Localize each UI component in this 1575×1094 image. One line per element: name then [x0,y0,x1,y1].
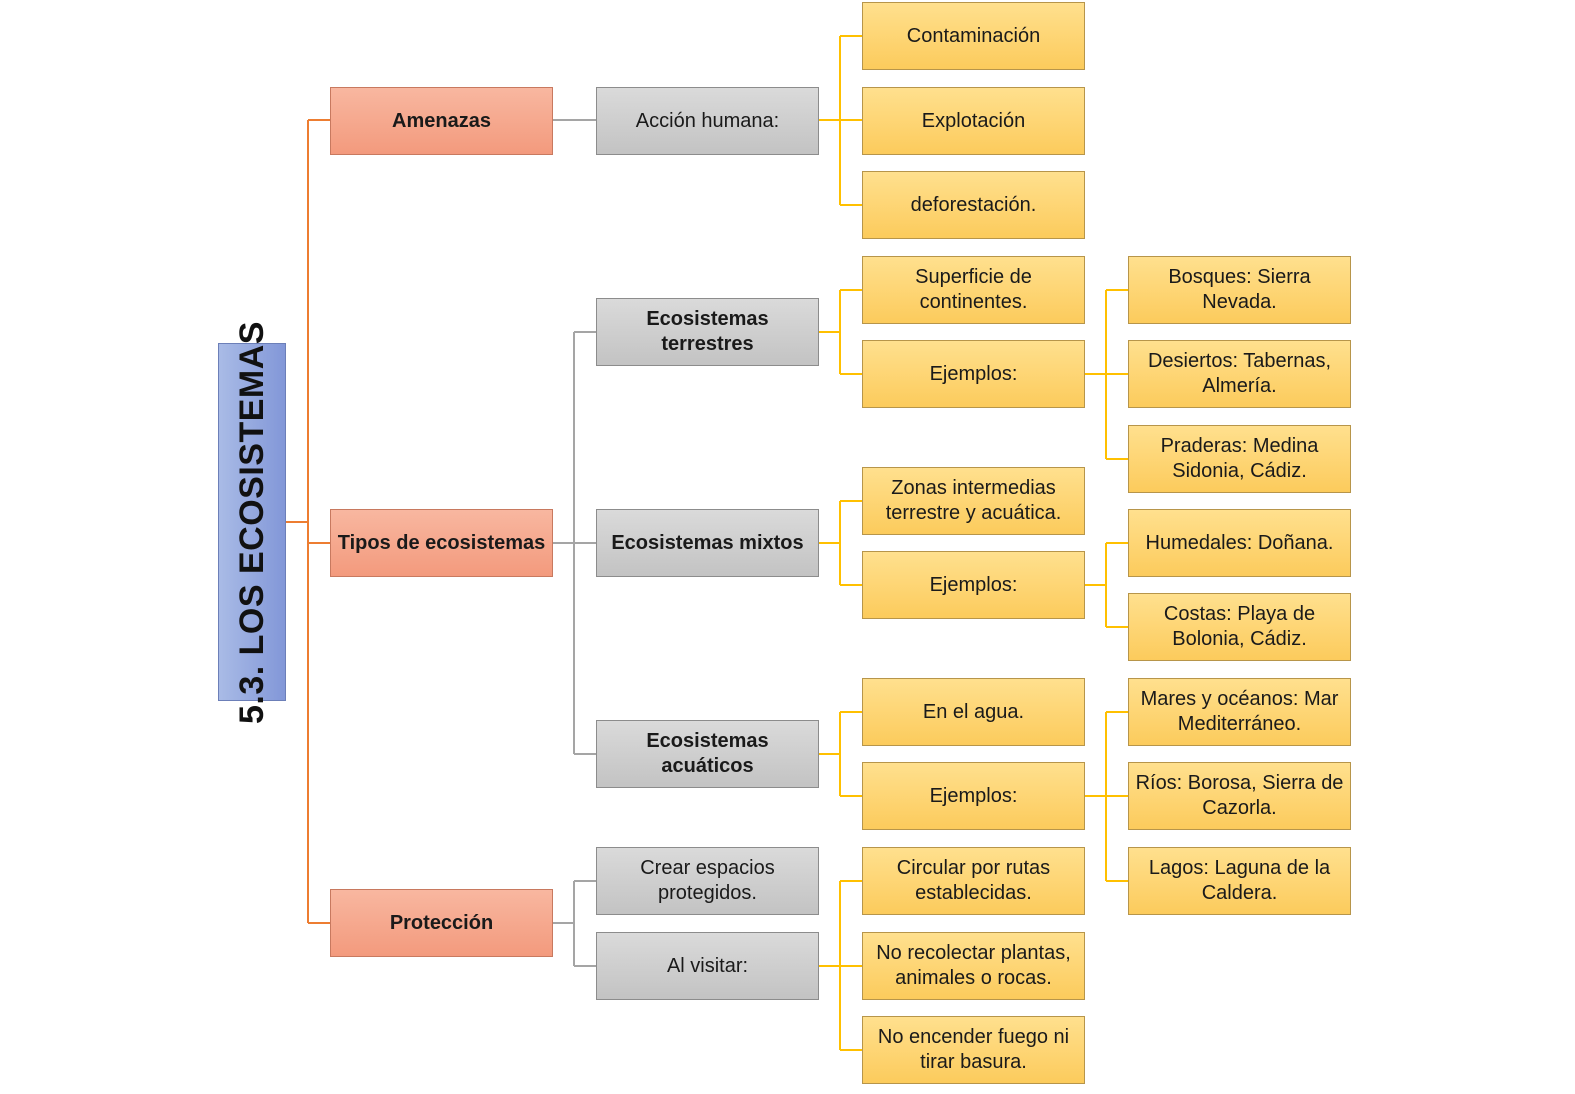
root-title: 5.3. LOS ECOSISTEMAS [232,320,271,724]
node-ecosistemas-mixtos: Ecosistemas mixtos [596,509,819,577]
level1-connectors [552,119,596,967]
node-rios: Ríos: Borosa, Sierra de Cazorla. [1128,762,1351,830]
connector-terrestres-ejemplos [1084,289,1128,460]
node-circular-rutas: Circular por rutas establecidas. [862,847,1085,915]
connector-mixtos-ejemplos [1084,542,1128,628]
node-terrestres-definicion: Superficie de continentes. [862,256,1085,324]
node-mares-oceanos: Mares y océanos: Mar Mediterráneo. [1128,678,1351,746]
node-tipos-de-ecosistemas: Tipos de ecosistemas [330,509,553,577]
node-al-visitar: Al visitar: [596,932,819,1000]
node-terrestres-ejemplos: Ejemplos: [862,340,1085,408]
node-proteccion: Protección [330,889,553,957]
node-acuaticos-definicion: En el agua. [862,678,1085,746]
node-explotacion: Explotación [862,87,1085,155]
node-desiertos: Desiertos: Tabernas, Almería. [1128,340,1351,408]
node-no-recolectar: No recolectar plantas, animales o rocas. [862,932,1085,1000]
node-ecosistemas-terrestres: Ecosistemas terrestres [596,298,819,366]
root-connectors [286,119,330,924]
connector-proteccion-spine [552,881,575,966]
connector-tipos-spine [552,332,575,754]
connector-acuaticos-ejemplos [1084,711,1128,882]
node-praderas: Praderas: Medina Sidonia, Cádiz. [1128,425,1351,493]
node-no-encender-fuego: No encender fuego ni tirar basura. [862,1016,1085,1084]
connector-accion-items [818,35,862,206]
node-crear-espacios: Crear espacios protegidos. [596,847,819,915]
node-lagos: Lagos: Laguna de la Caldera. [1128,847,1351,915]
level2-connectors [818,35,1128,1051]
root-title-box: 5.3. LOS ECOSISTEMAS [218,321,286,723]
node-mixtos-ejemplos: Ejemplos: [862,551,1085,619]
node-contaminacion: Contaminación [862,2,1085,70]
node-accion-humana: Acción humana: [596,87,819,155]
connector-acuaticos-items [818,711,862,797]
node-acuaticos-ejemplos: Ejemplos: [862,762,1085,830]
connector-mixtos-items [818,500,862,586]
node-humedales: Humedales: Doñana. [1128,509,1351,577]
node-costas: Costas: Playa de Bolonia, Cádiz. [1128,593,1351,661]
node-amenazas: Amenazas [330,87,553,155]
connector-root-spine [286,120,309,923]
connector-visitar-items [818,880,862,1051]
node-ecosistemas-acuaticos: Ecosistemas acuáticos [596,720,819,788]
node-mixtos-definicion: Zonas intermedias terrestre y acuática. [862,467,1085,535]
node-bosques: Bosques: Sierra Nevada. [1128,256,1351,324]
connector-terrestres-items [818,289,862,375]
node-deforestacion: deforestación. [862,171,1085,239]
